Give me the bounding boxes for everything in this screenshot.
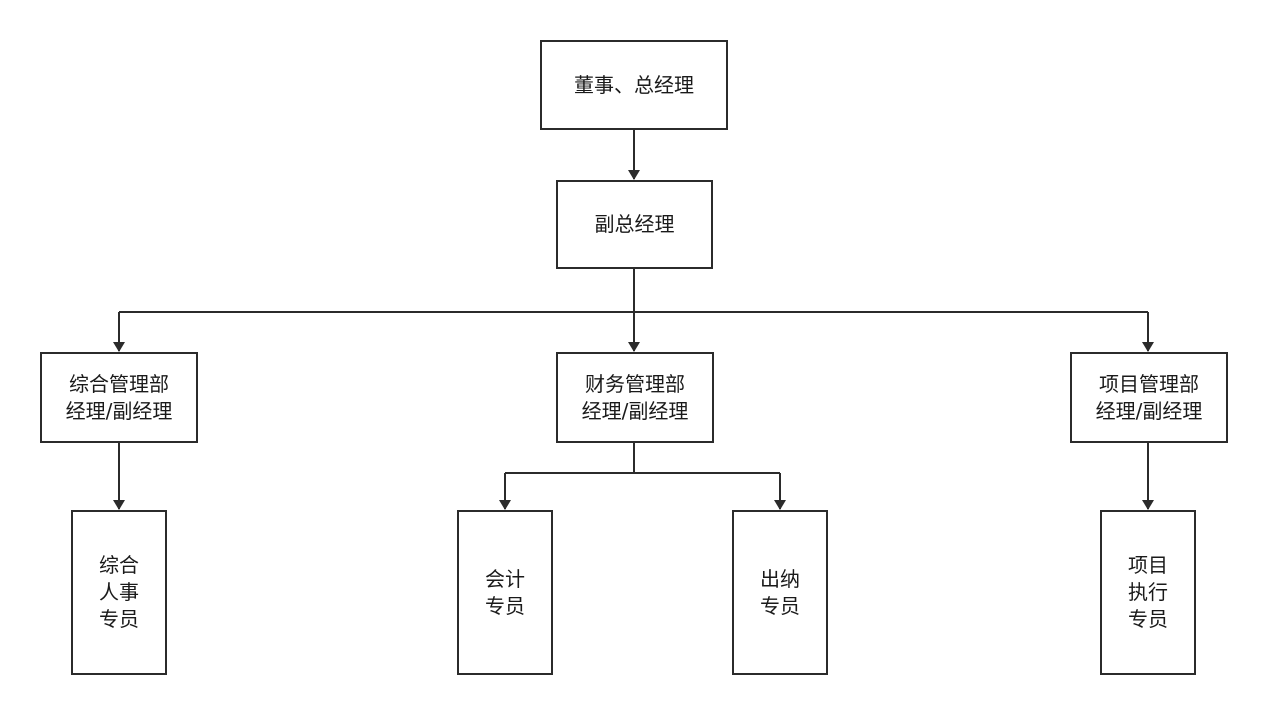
- node-cashier-line-2: 专员: [760, 593, 800, 618]
- node-cashier-line-1: 出纳: [760, 566, 800, 591]
- node-cashier: 出纳 专员: [732, 510, 828, 675]
- node-deputy-gm: 副总经理: [556, 180, 713, 269]
- node-finance-dept: 财务管理部 经理/副经理: [556, 352, 714, 443]
- node-ceo: 董事、总经理: [540, 40, 728, 130]
- node-project-staff-line-1: 项目: [1128, 553, 1168, 577]
- node-finance-dept-line-2: 经理/副经理: [581, 398, 689, 423]
- node-hr-staff-line-2: 人事: [99, 580, 139, 604]
- node-admin-dept-line-2: 经理/副经理: [65, 398, 173, 423]
- node-project-staff-line-2: 执行: [1128, 580, 1168, 604]
- node-accountant-line-2: 专员: [485, 593, 525, 618]
- node-hr-staff-line-1: 综合: [99, 553, 139, 577]
- node-project-dept-line-1: 项目管理部: [1099, 371, 1199, 396]
- node-admin-dept-line-1: 综合管理部: [69, 371, 169, 396]
- node-ceo-label: 董事、总经理: [574, 72, 694, 97]
- node-admin-dept: 综合管理部 经理/副经理: [40, 352, 198, 443]
- node-accountant: 会计 专员: [457, 510, 553, 675]
- node-project-staff: 项目 执行 专员: [1100, 510, 1196, 675]
- node-project-dept-line-2: 经理/副经理: [1095, 398, 1203, 423]
- node-accountant-line-1: 会计: [485, 566, 525, 591]
- node-project-staff-line-3: 专员: [1128, 607, 1168, 631]
- node-hr-staff: 综合 人事 专员: [71, 510, 167, 675]
- node-deputy-gm-label: 副总经理: [594, 212, 675, 236]
- node-project-dept: 项目管理部 经理/副经理: [1070, 352, 1228, 443]
- node-finance-dept-line-1: 财务管理部: [585, 371, 685, 396]
- node-hr-staff-line-3: 专员: [99, 607, 139, 631]
